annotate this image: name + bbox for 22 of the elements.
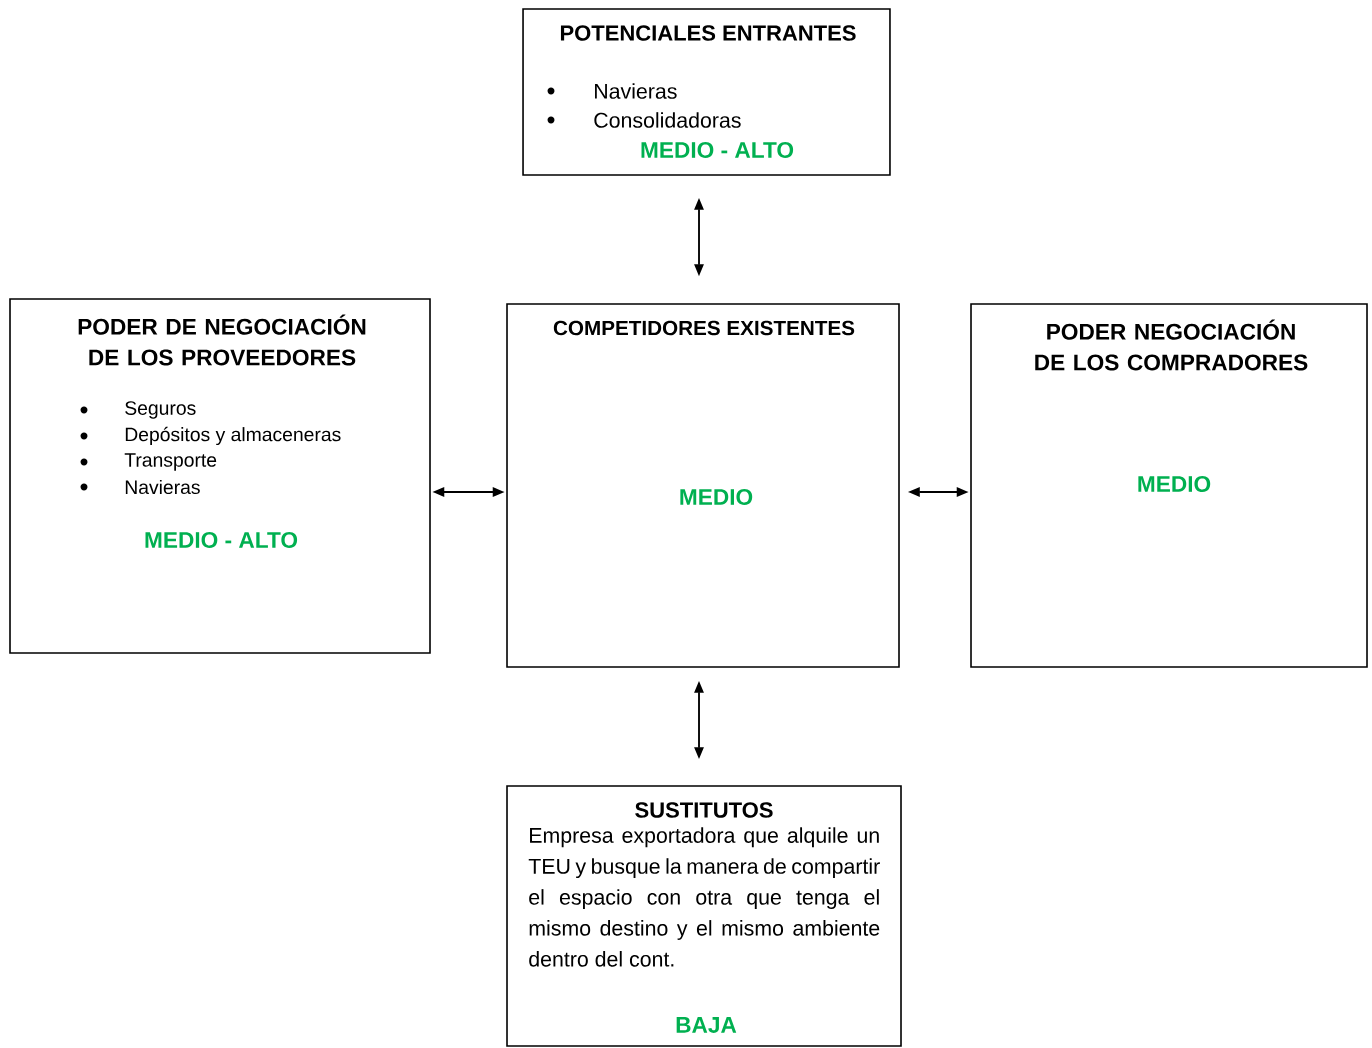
bullet-item: Depósitos y almaceneras	[80, 426, 341, 446]
bullet-item: Navieras	[547, 83, 677, 99]
description-text: Empresa exportadora que alquile un TEU y busque la manera de compartir el espacio con otra que tenga el mismo destino y el mismo ambiente dentro del cont.	[528, 827, 880, 967]
bullet-item: Consolidadoras	[547, 112, 741, 128]
bullet-item: Transporte	[80, 453, 217, 471]
force-box	[9, 298, 431, 654]
box-title: PODER NEGOCIACIÓN DE LOS COMPRADORES	[1035, 319, 1308, 371]
box-title: PODER DE NEGOCIACIÓN DE LOS PROVEEDORES	[78, 314, 366, 366]
box-title: COMPETIDORES EXISTENTES	[553, 320, 855, 336]
rating-text: MEDIO	[680, 488, 753, 506]
bullet-item: Seguros	[80, 401, 196, 419]
box-title: POTENCIALES ENTRANTES	[560, 25, 856, 41]
rating-text: MEDIO	[1138, 475, 1211, 493]
rating-text: BAJA	[676, 1017, 737, 1033]
bullet-item: Navieras	[80, 479, 200, 495]
box-title: SUSTITUTOS	[635, 802, 773, 818]
force-box	[522, 8, 891, 176]
rating-text: MEDIO - ALTO	[641, 141, 794, 159]
force-box	[970, 303, 1368, 668]
force-box	[506, 303, 900, 668]
force-box	[506, 785, 902, 1047]
rating-text: MEDIO - ALTO	[145, 531, 298, 549]
